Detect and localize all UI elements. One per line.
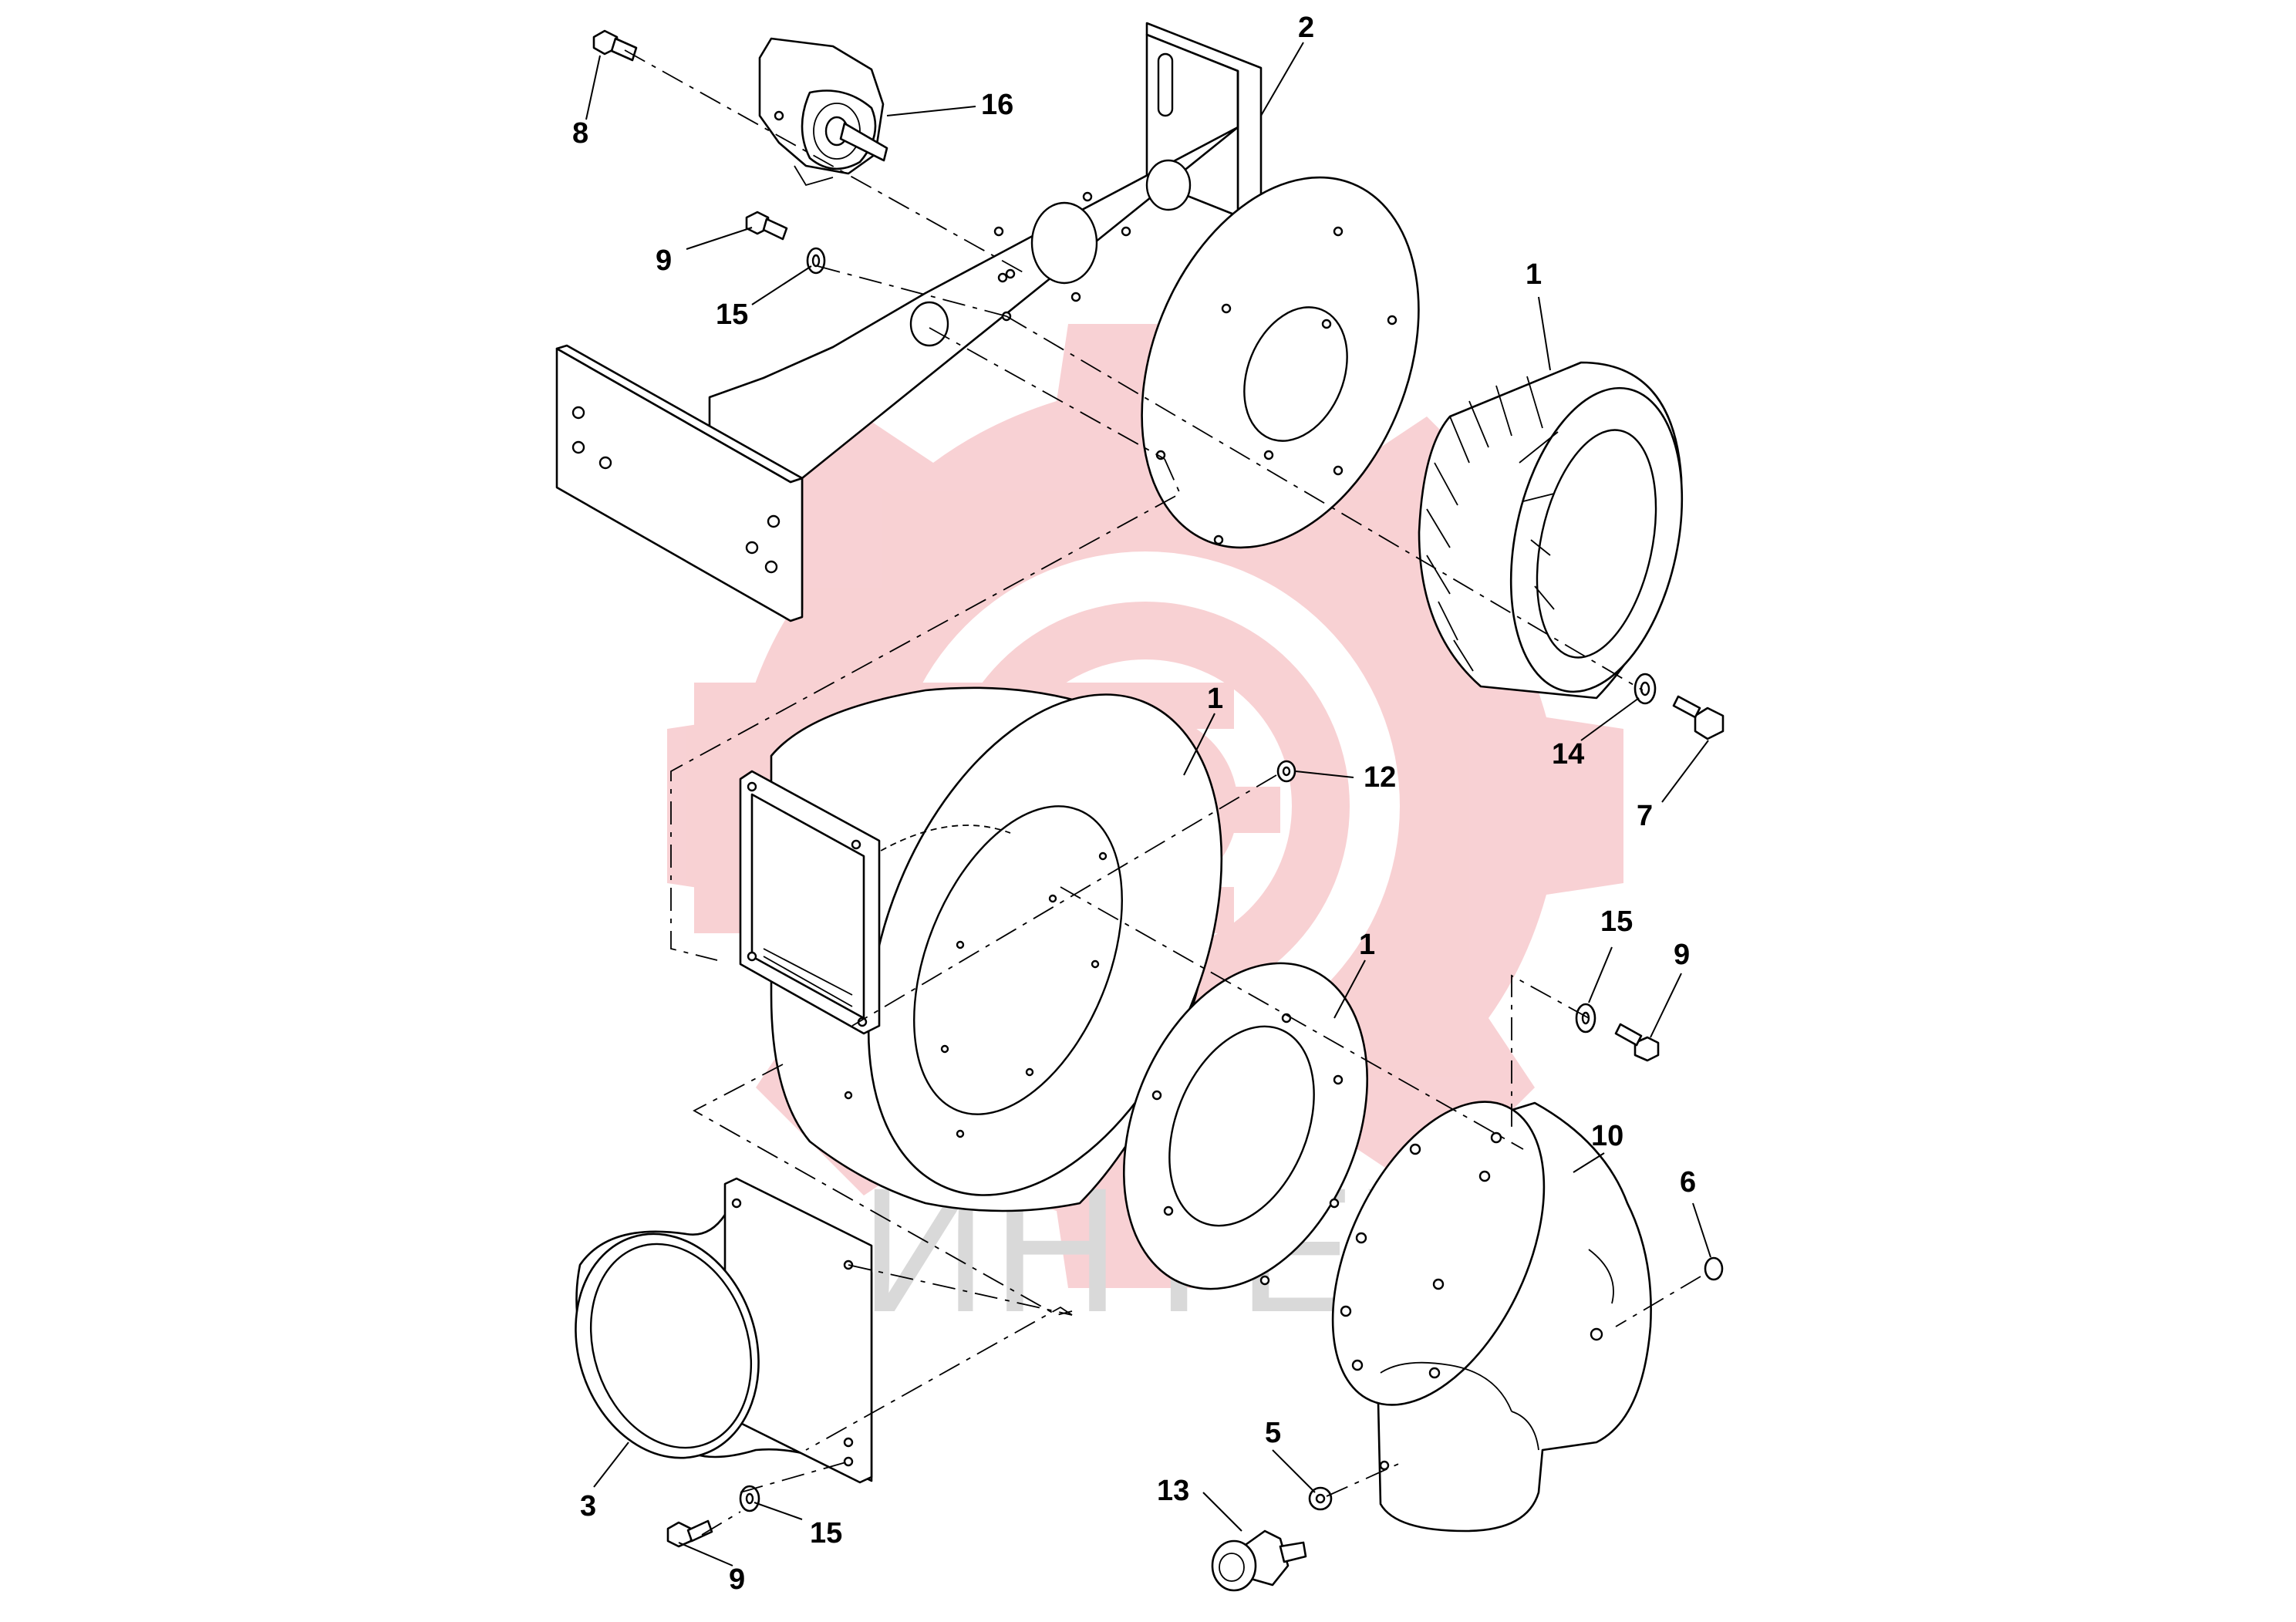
plug-6-part: [1704, 1256, 1724, 1281]
callout-inlet: 3: [580, 1490, 596, 1523]
gasket-plate-top-part: [1141, 176, 1420, 549]
sensor-13-part: [1211, 1529, 1307, 1592]
motor-part: [758, 37, 888, 187]
callout-bolt-8: 8: [572, 117, 588, 150]
callout-bolt-7: 7: [1637, 800, 1653, 832]
bolt-8-part: [592, 29, 638, 62]
leader-lines: [585, 42, 1711, 1566]
callout-nut-12: 12: [1364, 761, 1396, 794]
callout-gasket: 1: [1359, 929, 1375, 961]
motor-bracket-part: [555, 22, 1263, 622]
callout-bolt-9-elbow: 9: [1674, 939, 1690, 971]
callout-washer-15-inlet: 15: [810, 1517, 842, 1549]
elbow-part: [1331, 1101, 1652, 1533]
callout-washer-14: 14: [1552, 738, 1584, 771]
callout-washer-15-top: 15: [716, 298, 748, 331]
gasket-ring-part: [1123, 962, 1368, 1290]
callout-fitting-5: 5: [1265, 1417, 1281, 1449]
callout-bolt-9-inlet: 9: [729, 1563, 745, 1596]
callout-sensor-13: 13: [1157, 1475, 1189, 1507]
scroll-housing-part: [739, 686, 1223, 1212]
callout-impeller: 1: [1526, 258, 1542, 291]
callout-motor-bracket: 2: [1298, 12, 1314, 44]
callout-motor: 16: [981, 89, 1013, 121]
inlet-part: [575, 1177, 873, 1484]
washer-15-top-part: [806, 247, 826, 275]
callout-plug-6: 6: [1680, 1166, 1696, 1199]
fitting-5-part: [1308, 1486, 1333, 1511]
washer-14-part: [1633, 673, 1657, 705]
washer-15-inlet-part: [739, 1485, 760, 1512]
bolt-9-top-part: [745, 211, 788, 241]
callouts: 2 16 8 9 15 1 14 7 1 12 1 15 9 10 6 3 15…: [572, 12, 1696, 1596]
callout-elbow: 10: [1591, 1120, 1623, 1152]
callout-washer-15-elbow: 15: [1600, 905, 1633, 938]
bolt-9-elbow-part: [1614, 1023, 1660, 1062]
callout-bolt-9-top: 9: [656, 244, 672, 277]
washer-15-elbow-part: [1575, 1003, 1596, 1034]
bolt-7-part: [1672, 695, 1725, 740]
impeller-part: [1418, 361, 1684, 700]
nut-12-part: [1276, 760, 1296, 783]
callout-housing: 1: [1207, 683, 1223, 715]
assembly-lines: [624, 49, 1701, 1536]
bolt-9-inlet-part: [666, 1519, 713, 1548]
